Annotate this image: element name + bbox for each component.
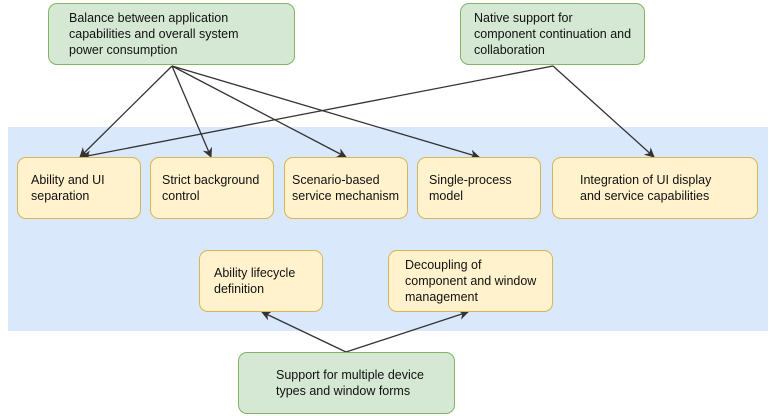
node-integration-ui-service-label: Integration of UI display and service ca… — [580, 173, 712, 203]
node-strict-background-control: Strict background control — [150, 157, 274, 219]
node-ability-ui-separation-label: Ability and UI separation — [31, 173, 105, 203]
node-native-continuation: Native support for component continuatio… — [460, 3, 645, 65]
node-scenario-service-label: Scenario-based service mechanism — [292, 173, 399, 203]
node-multi-device-support-label: Support for multiple device types and wi… — [276, 368, 424, 398]
node-balance-power-label: Balance between application capabilities… — [69, 11, 239, 57]
node-integration-ui-service: Integration of UI display and service ca… — [552, 157, 758, 219]
node-decoupling-window: Decoupling of component and window manag… — [388, 250, 553, 312]
node-ability-lifecycle: Ability lifecycle definition — [199, 250, 323, 312]
node-native-continuation-label: Native support for component continuatio… — [474, 11, 632, 57]
node-ability-ui-separation: Ability and UI separation — [17, 157, 141, 219]
node-multi-device-support: Support for multiple device types and wi… — [238, 352, 455, 414]
node-single-process-model-label: Single-process model — [429, 173, 512, 203]
node-single-process-model: Single-process model — [417, 157, 541, 219]
node-strict-background-control-label: Strict background control — [162, 173, 260, 203]
node-scenario-service: Scenario-based service mechanism — [284, 157, 408, 219]
node-ability-lifecycle-label: Ability lifecycle definition — [214, 266, 296, 296]
node-decoupling-window-label: Decoupling of component and window manag… — [405, 258, 537, 304]
node-balance-power: Balance between application capabilities… — [48, 3, 295, 65]
